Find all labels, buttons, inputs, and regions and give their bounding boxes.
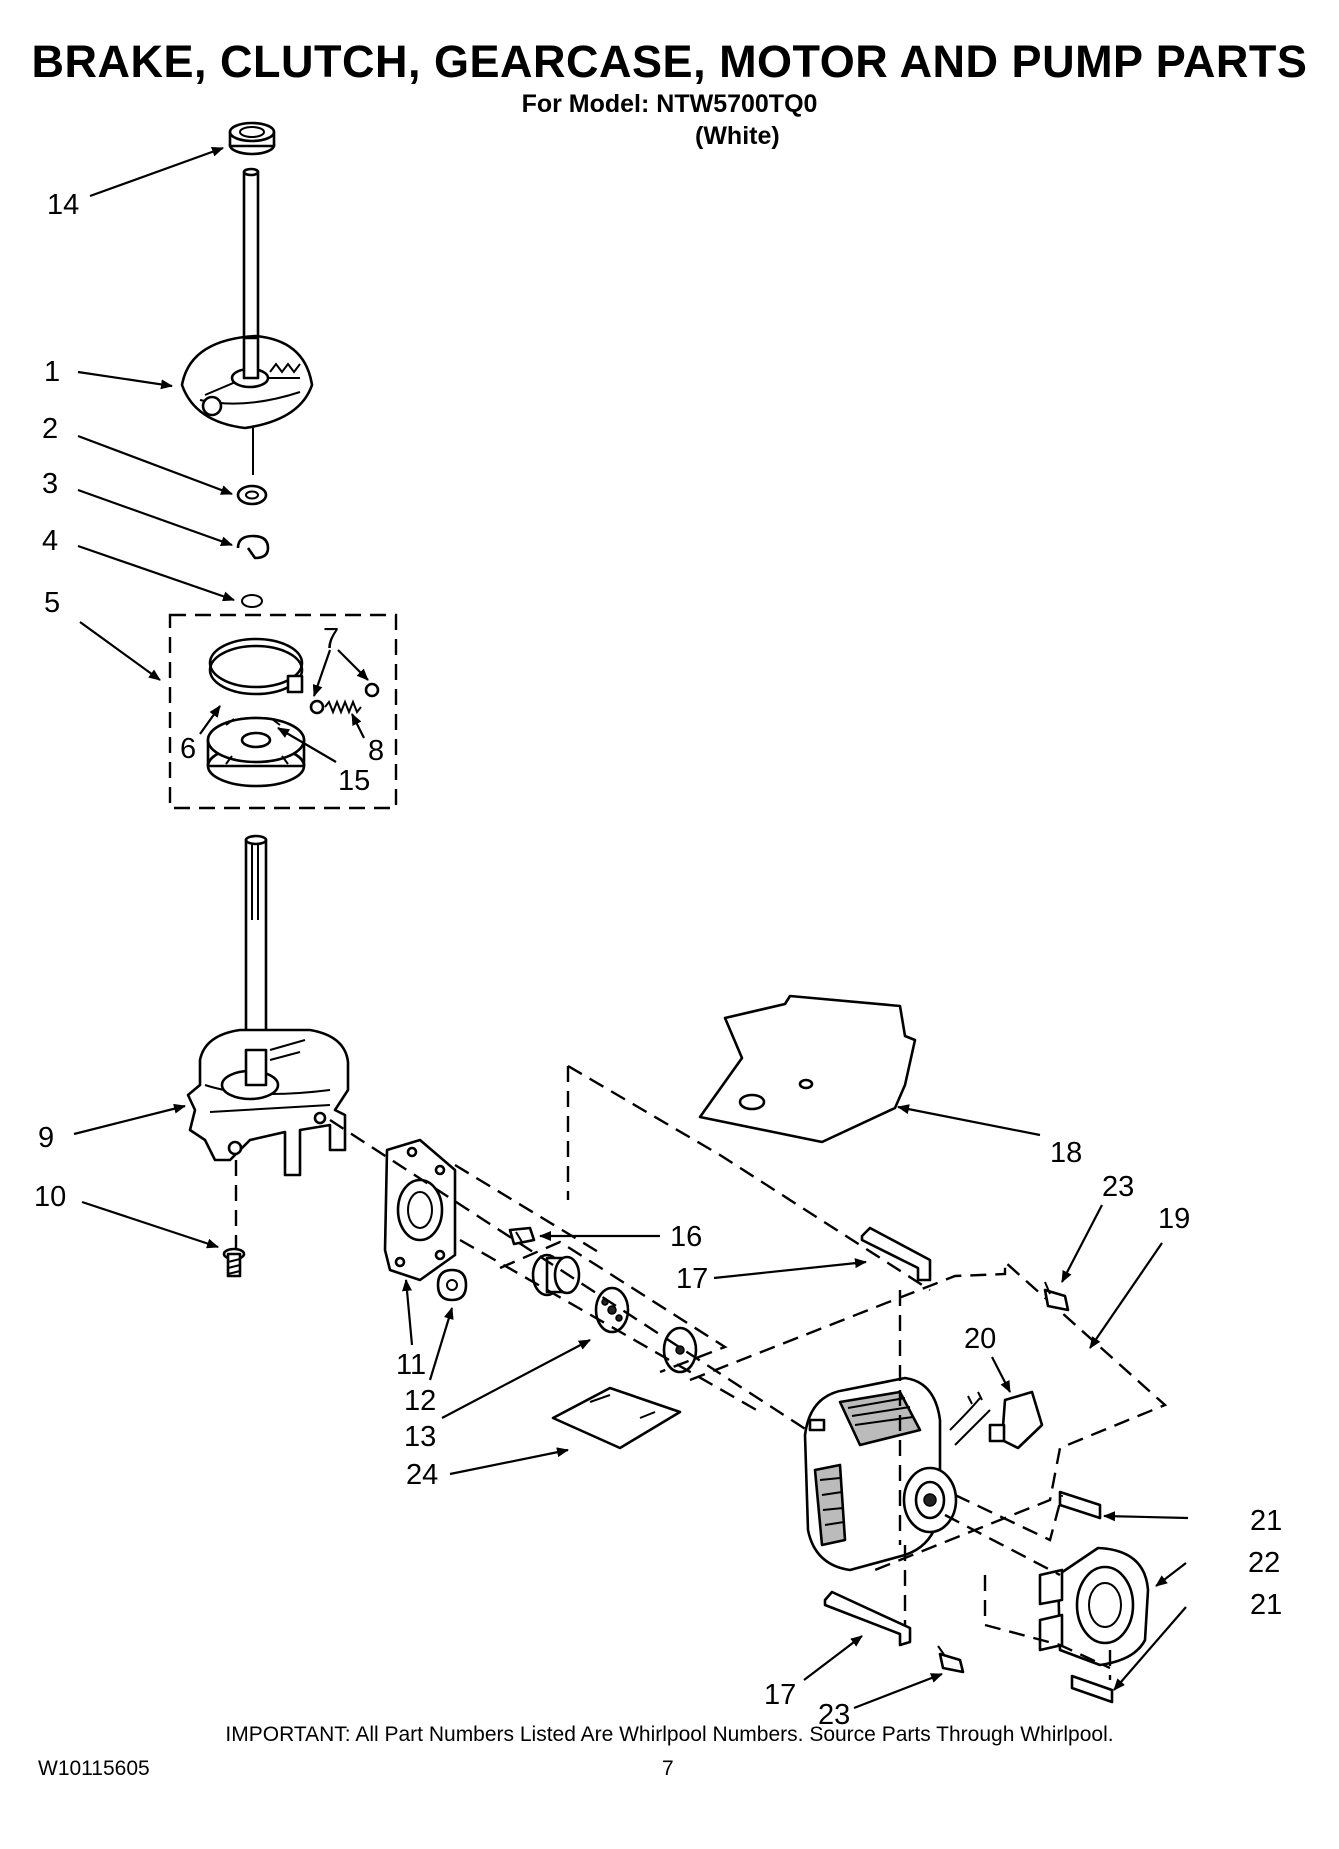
- part-12-coupler-hub: [436, 1268, 468, 1302]
- callout-10: 10: [34, 1181, 66, 1213]
- callout-2: 2: [42, 413, 58, 445]
- part-21-upper-clip: [1058, 1490, 1102, 1520]
- model-line: For Model: NTW5700TQ0: [521, 90, 818, 118]
- callout-6: 6: [180, 733, 196, 765]
- assembly-guides: [329, 1064, 1112, 1680]
- callout-4: 4: [42, 525, 58, 557]
- callout-20: 20: [964, 1323, 996, 1355]
- leader-lines: [73, 146, 1189, 1710]
- part-23-upper-screw: [1043, 1281, 1070, 1312]
- part-2-washer: [236, 484, 268, 506]
- callout-19: 19: [1158, 1203, 1190, 1235]
- callout-5: 5: [44, 587, 60, 619]
- callout-11: 11: [396, 1349, 426, 1381]
- part-15-clutch-hub: [206, 716, 306, 788]
- callout-labels: 14 1 2 3 4 5 6 7 8 15 9 10 11 12 13 24 1…: [34, 189, 1282, 1731]
- page-number: 7: [662, 1757, 674, 1780]
- callout-18: 18: [1050, 1137, 1082, 1169]
- coupler-group-box: [499, 1240, 728, 1374]
- callout-23-lower: 23: [818, 1699, 850, 1731]
- part-18-plate: [698, 994, 917, 1144]
- callout-7: 7: [323, 623, 339, 655]
- callout-22: 22: [1248, 1547, 1280, 1579]
- callout-8: 8: [368, 735, 384, 767]
- important-label: IMPORTANT:: [225, 1723, 351, 1746]
- part-4-retaining-ring: [241, 594, 263, 608]
- callout-21-lower: 21: [1250, 1589, 1282, 1621]
- callout-16: 16: [670, 1221, 702, 1253]
- part-7-8-springs: [309, 682, 380, 715]
- part-3-clip: [236, 534, 270, 560]
- callout-12: 12: [404, 1385, 436, 1417]
- part-13-coupler-set: [531, 1253, 698, 1374]
- part-17-upper-clip: [860, 1226, 932, 1282]
- callout-21-upper: 21: [1250, 1505, 1282, 1537]
- lower-shaft: [244, 834, 268, 1052]
- part-20-switch: [967, 1390, 1044, 1450]
- callout-3: 3: [42, 468, 58, 500]
- part-11-mount-plate: [383, 1138, 457, 1282]
- motor: [803, 1376, 991, 1572]
- callout-23-upper: 23: [1102, 1171, 1134, 1203]
- part-23-lower-screw: [937, 1645, 965, 1674]
- document-number: W10115605: [38, 1757, 150, 1780]
- callout-24: 24: [406, 1459, 438, 1491]
- color-line: (White): [695, 122, 780, 150]
- part-6-clutch-band: [208, 637, 304, 696]
- part-5-clutch-group: [168, 613, 398, 810]
- callout-15: 15: [338, 765, 370, 797]
- part-17-lower-clip: [823, 1590, 912, 1647]
- important-notice: IMPORTANT: All Part Numbers Listed Are W…: [0, 1723, 1339, 1747]
- page-title: BRAKE, CLUTCH, GEARCASE, MOTOR AND PUMP …: [31, 36, 1308, 87]
- part-22-pump: [1038, 1546, 1150, 1667]
- part-14-seal: [228, 121, 276, 156]
- part-9-gearcase: [186, 1028, 350, 1177]
- important-text: All Part Numbers Listed Are Whirlpool Nu…: [355, 1723, 1114, 1746]
- callout-1: 1: [44, 356, 60, 388]
- part-19-motor-group: [689, 1259, 1168, 1574]
- part-1-brake: [180, 334, 314, 475]
- part-21-lower-clip: [1070, 1674, 1114, 1704]
- part-10-screw: [222, 1247, 246, 1278]
- upper-shaft: [242, 167, 260, 374]
- callout-9: 9: [38, 1122, 54, 1154]
- part-24-shield: [551, 1386, 682, 1450]
- callout-13: 13: [404, 1421, 436, 1453]
- callout-17-upper: 17: [676, 1263, 708, 1295]
- callout-14: 14: [47, 189, 79, 221]
- callout-17-lower: 17: [764, 1679, 796, 1711]
- part-16-bolt: [508, 1226, 536, 1246]
